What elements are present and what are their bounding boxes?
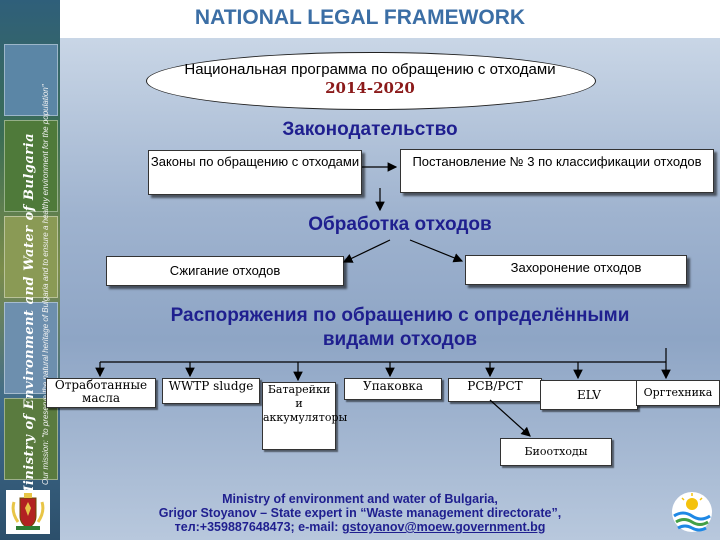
ordinance-item-elv-text: ELV xyxy=(577,388,601,402)
treatment-heading: Обработка отходов xyxy=(308,214,492,235)
ordinance-item-sludge: WWTP sludge xyxy=(162,378,260,404)
ordinance-item-office-text: Оргтехника xyxy=(643,386,713,399)
ordinance-item-pcb-text: PCB/PCT xyxy=(467,379,523,393)
footer-phone: тел:+359887648473; e-mail: xyxy=(174,520,342,534)
ordinance-item-oils-text: Отработанные масла xyxy=(54,378,148,405)
incineration-box: Сжигание отходов xyxy=(106,256,344,286)
ordinances-heading: Распоряжения по обращению с определённым… xyxy=(170,305,630,350)
ordinance-item-packaging-text: Упаковка xyxy=(363,379,423,393)
program-label: Национальная программа по обращению с от… xyxy=(160,60,580,98)
sidebar-photo-field xyxy=(4,216,58,298)
title-bar: NATIONAL LEGAL FRAMEWORK xyxy=(0,0,720,38)
sidebar-banner: Ministry of Environment and Water of Bul… xyxy=(0,0,60,540)
program-ellipse xyxy=(146,52,596,110)
footer-line2: Grigor Stoyanov – State expert in “Waste… xyxy=(158,506,562,520)
bulgaria-coat-of-arms-icon xyxy=(6,490,50,534)
sidebar-photo-water xyxy=(4,44,58,116)
landfill-box-text: Захоронение отходов xyxy=(510,260,642,275)
ordinance-item-batteries-text: Батарейки и аккумуляторы xyxy=(263,383,348,424)
ordinance-item-biowaste-text: Биоотходы xyxy=(524,445,588,458)
page-title: NATIONAL LEGAL FRAMEWORK xyxy=(194,6,526,29)
laws-box-text: Законы по обращению с отходами xyxy=(150,154,360,169)
landfill-box: Захоронение отходов xyxy=(465,255,687,285)
legislation-heading: Законодательство xyxy=(282,119,458,140)
decree-box: Постановление № 3 по классификации отход… xyxy=(400,149,714,193)
ordinance-item-biowaste: Биоотходы xyxy=(500,438,612,466)
footer-contact: Ministry of environment and water of Bul… xyxy=(80,492,640,534)
ordinance-item-pcb: PCB/PCT xyxy=(448,378,542,402)
ordinance-item-elv: ELV xyxy=(540,380,638,410)
decree-box-text: Постановление № 3 по классификации отход… xyxy=(412,154,702,169)
incineration-box-text: Сжигание отходов xyxy=(169,263,281,278)
footer-line1: Ministry of environment and water of Bul… xyxy=(222,492,498,506)
ordinance-item-batteries: Батарейки и аккумуляторы xyxy=(262,382,347,450)
ordinance-item-sludge-text: WWTP sludge xyxy=(168,379,254,393)
footer-email-link[interactable]: gstoyanov@moew.government.bg xyxy=(341,520,546,534)
sidebar-photo-mountain xyxy=(4,398,58,480)
ordinance-item-office: Оргтехника xyxy=(636,380,720,406)
laws-box: Законы по обращению с отходами xyxy=(148,150,362,195)
ordinance-item-oils: Отработанные масла xyxy=(46,378,156,408)
eco-logo-icon xyxy=(672,492,712,532)
sidebar-photo-forest xyxy=(4,120,58,212)
ordinance-item-packaging: Упаковка xyxy=(344,378,442,400)
program-years: 2014-2020 xyxy=(325,79,415,97)
program-text: Национальная программа по обращению с от… xyxy=(184,61,556,78)
footer-line3: тел:+359887648473; e-mail: gstoyanov@moe… xyxy=(80,520,640,534)
